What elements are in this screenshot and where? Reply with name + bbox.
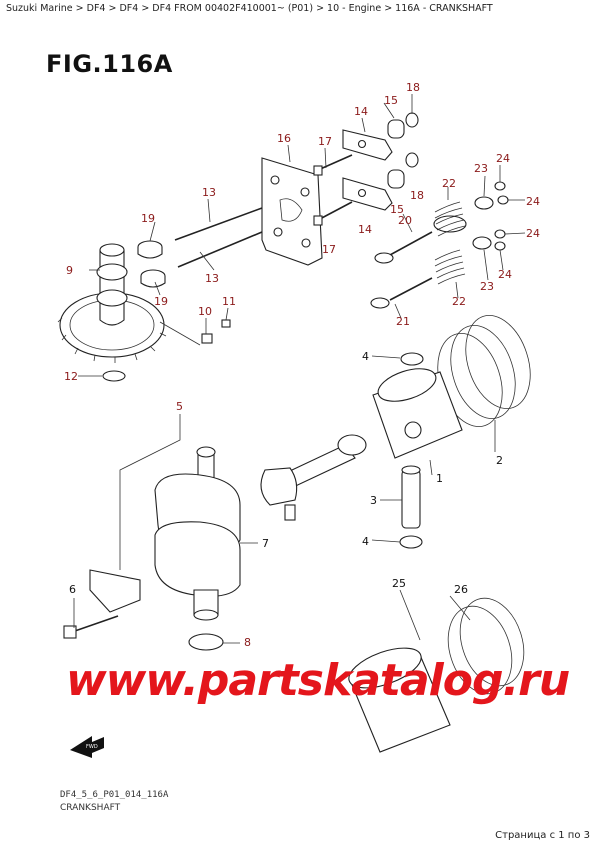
valve-intake	[374, 231, 433, 264]
part-label-15a: 15	[384, 94, 398, 107]
figure-name: CRANKSHAFT	[60, 803, 121, 813]
rocker-plate	[261, 157, 323, 266]
part-label-19b: 19	[154, 295, 168, 308]
part-label-2: 2	[496, 454, 503, 467]
part-label-15b: 15	[390, 203, 404, 216]
part-label-8: 8	[244, 636, 251, 649]
stud-upper	[313, 154, 353, 176]
stud-lower	[313, 201, 353, 226]
tappet-lower	[140, 269, 166, 288]
piston-pin	[401, 465, 421, 529]
part-label-24a: 24	[496, 152, 510, 165]
figure-title: FIG.116A	[46, 50, 173, 78]
part-label-16: 16	[277, 132, 291, 145]
rocker-arm-upper	[342, 129, 393, 161]
piston-assembly	[348, 597, 525, 753]
fwd-arrow: FWD	[70, 736, 104, 758]
part-label-18a: 18	[406, 81, 420, 94]
part-label-24c: 24	[526, 227, 540, 240]
part-label-4b: 4	[362, 535, 369, 548]
pivot-upper	[387, 112, 419, 139]
circlip-lower	[399, 535, 423, 549]
valve-exhaust	[370, 277, 433, 309]
part-label-14a: 14	[354, 105, 368, 118]
page-info: Страница с 1 по 3	[495, 830, 590, 841]
breadcrumb[interactable]: Suzuki Marine > DF4 > DF4 > DF4 FROM 004…	[6, 3, 493, 14]
push-rod-lower	[177, 231, 263, 268]
part-label-5: 5	[176, 400, 183, 413]
part-label-9: 9	[66, 264, 73, 277]
part-label-7: 7	[262, 537, 269, 550]
rocker-arm-lower	[342, 177, 393, 211]
bearing-cap	[63, 569, 141, 639]
figure-code: DF4_5_6_P01_014_116A	[60, 790, 169, 800]
bolt-10	[159, 321, 213, 346]
part-label-19a: 19	[141, 212, 155, 225]
pivot-lower	[387, 152, 419, 189]
part-label-3: 3	[370, 494, 377, 507]
crankshaft	[154, 446, 241, 621]
watermark: www.partskatalog.ru	[66, 655, 570, 706]
part-label-1: 1	[436, 472, 443, 485]
piston	[372, 368, 463, 459]
leader-lines	[73, 94, 526, 644]
retainer-lower	[472, 229, 506, 251]
part-label-14b: 14	[358, 223, 372, 236]
part-label-10: 10	[198, 305, 212, 318]
part-label-17a: 17	[318, 135, 332, 148]
part-label-17b: 17	[322, 243, 336, 256]
part-label-23b: 23	[480, 280, 494, 293]
part-label-18b: 18	[410, 189, 424, 202]
retainer-upper	[474, 181, 509, 210]
tappet-upper	[137, 240, 163, 259]
fwd-label: FWD	[86, 744, 98, 750]
part-label-22a: 22	[442, 177, 456, 190]
part-label-25: 25	[392, 577, 406, 590]
circlip-upper	[400, 352, 424, 366]
part-label-24b: 24	[526, 195, 540, 208]
part-label-12: 12	[64, 370, 78, 383]
part-label-11: 11	[222, 295, 236, 308]
part-label-26: 26	[454, 583, 468, 596]
valve-spring-lower	[434, 249, 466, 285]
part-label-4a: 4	[362, 350, 369, 363]
part-label-24d: 24	[498, 268, 512, 281]
clip-11	[221, 319, 231, 328]
part-label-6: 6	[69, 583, 76, 596]
part-label-13b: 13	[205, 272, 219, 285]
thrust-washer	[188, 633, 224, 651]
part-label-20: 20	[398, 214, 412, 227]
washer-12	[102, 370, 126, 382]
part-label-13a: 13	[202, 186, 216, 199]
part-label-22b: 22	[452, 295, 466, 308]
connecting-rod	[260, 434, 367, 521]
camshaft-gear	[57, 243, 167, 363]
push-rod-upper	[174, 207, 263, 241]
part-label-23a: 23	[474, 162, 488, 175]
valve-spring-upper	[433, 201, 467, 237]
part-label-21: 21	[396, 315, 410, 328]
